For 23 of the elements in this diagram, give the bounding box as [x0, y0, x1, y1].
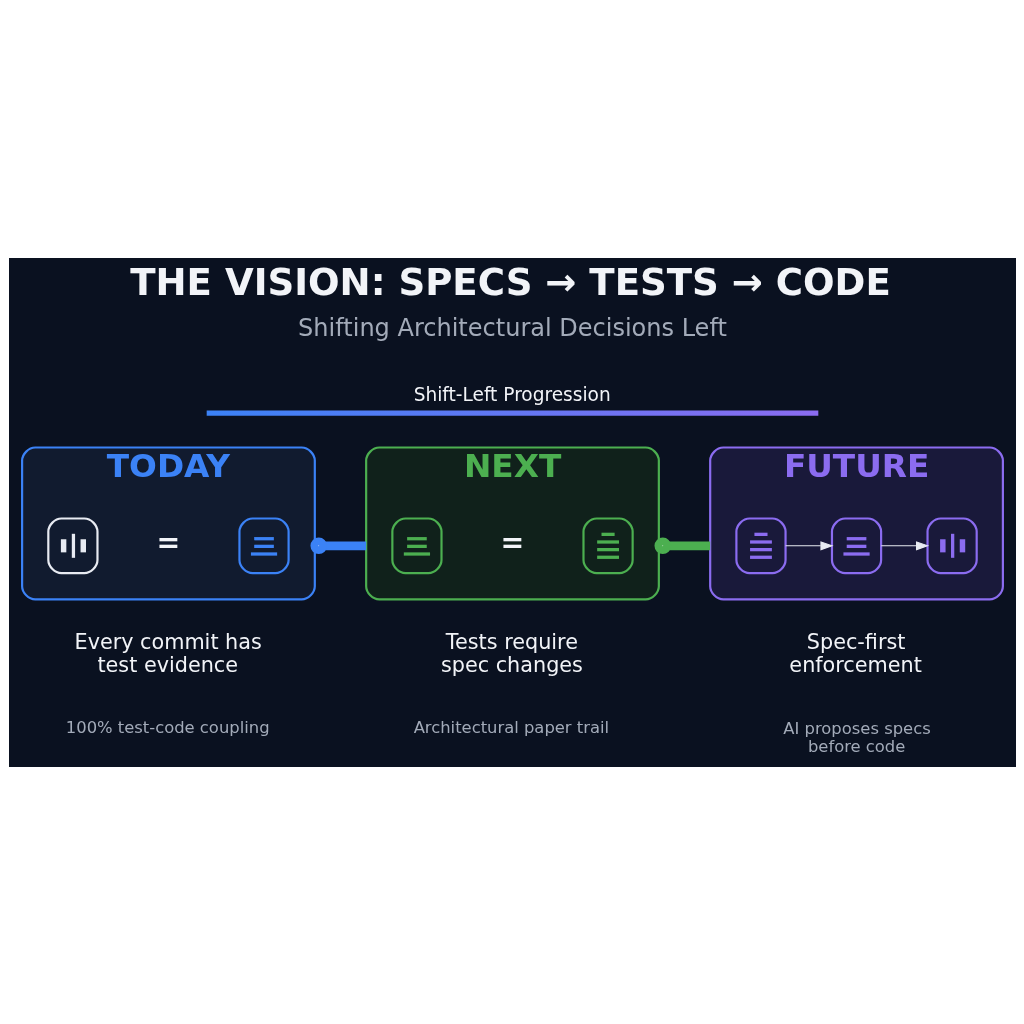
connector [309, 537, 366, 554]
arrow [784, 540, 834, 550]
label: = [499, 525, 524, 559]
label: Shift-Left Progression [413, 383, 611, 405]
node-picture [734, 516, 787, 574]
node-label: Spec-first enforcement [788, 629, 922, 677]
node-picture [46, 516, 99, 574]
node-picture [237, 516, 290, 574]
label: = [155, 525, 180, 559]
diagram-title: THE VISION: SPECS → TESTS → CODE [129, 260, 891, 304]
node-label: Architectural paper trail [413, 717, 609, 737]
cluster: FUTURE [708, 445, 1004, 600]
node-label: Every commit has test evidence [74, 629, 262, 677]
arrow [880, 540, 929, 550]
label: Shifting Architectural Decisions Left [297, 313, 727, 342]
connector [654, 537, 710, 554]
node-label: Tests require spec changes [440, 629, 583, 677]
node-picture [581, 516, 634, 574]
node-picture [390, 516, 443, 574]
node-label: 100% test-code coupling [65, 717, 270, 737]
node-picture [925, 516, 978, 574]
node-label: AI proposes specs before code [782, 718, 931, 756]
node-picture [830, 516, 882, 574]
